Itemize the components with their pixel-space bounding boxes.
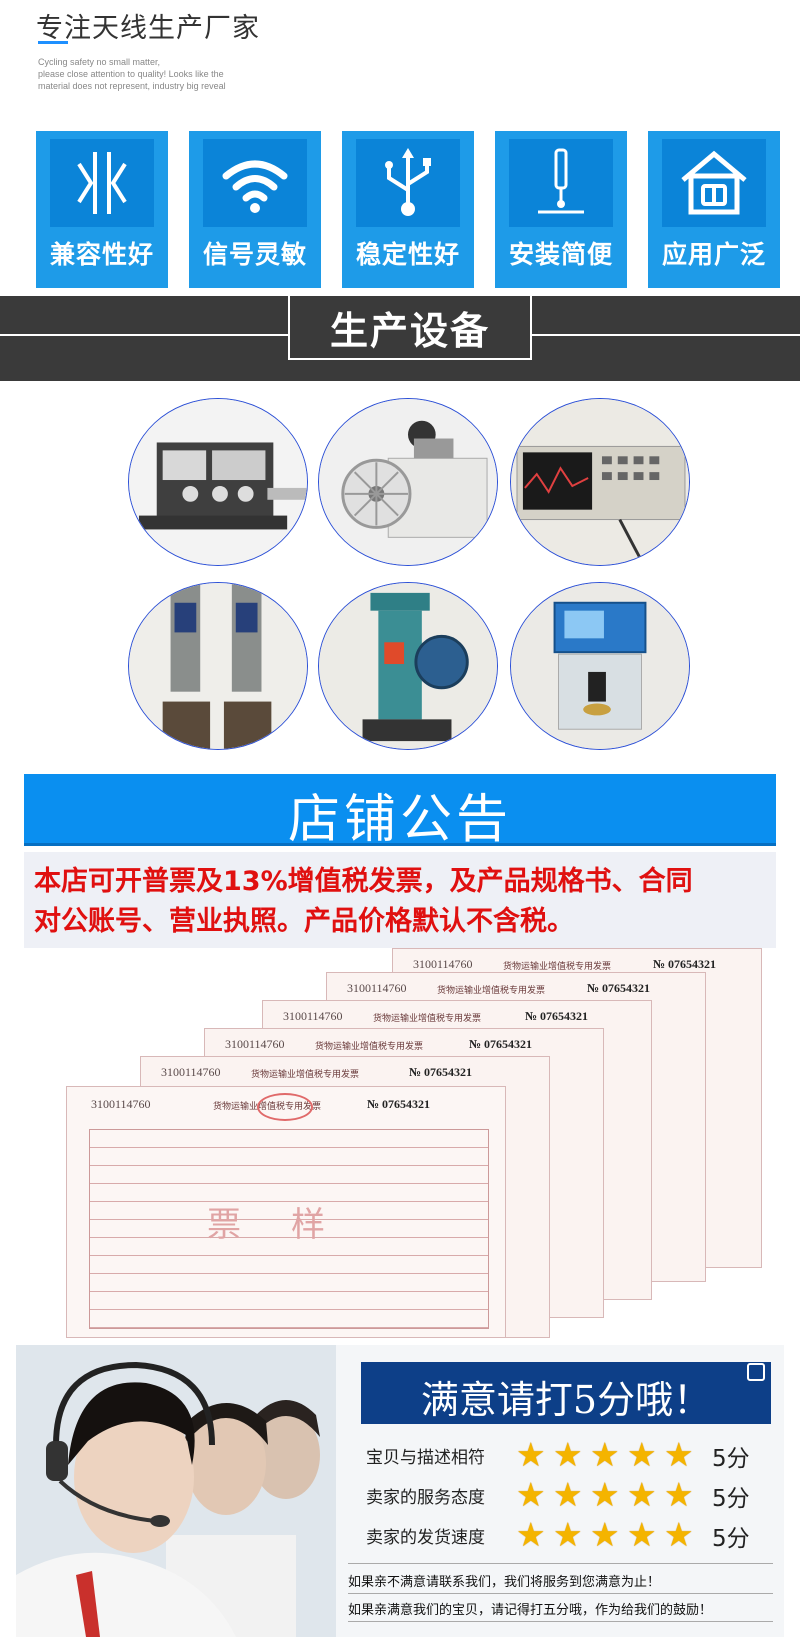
- invoice-number: 3100114760: [413, 957, 473, 971]
- equipment-gallery: [128, 398, 693, 758]
- invoice-number: 3100114760: [283, 1009, 343, 1023]
- invoice-number: 3100114760: [225, 1037, 285, 1051]
- equipment-photo-network-analyzer: [510, 398, 690, 566]
- notice-banner: 店铺公告: [24, 774, 776, 850]
- title-underline: [38, 41, 68, 44]
- subtitle-line: material does not represent, industry bi…: [38, 81, 226, 91]
- customer-service-photo: [16, 1345, 336, 1637]
- rating-section: 满意请打5分哦！ 宝贝与描述相符 ★★★★★ 5分 卖家的服务态度 ★★★★★ …: [16, 1345, 784, 1637]
- equipment-photo-punch-press: [318, 582, 498, 750]
- star-icon: ★: [516, 1435, 546, 1474]
- house-icon: [662, 139, 766, 227]
- star-icon: ★: [553, 1475, 583, 1514]
- star-icon: ★: [627, 1515, 657, 1554]
- rating-score: 5分: [712, 1486, 750, 1512]
- split-signal-icon: [50, 139, 154, 227]
- rating-title: 满意请打5分哦！: [420, 1378, 712, 1422]
- qr-scan-icon[interactable]: [747, 1363, 765, 1381]
- feature-label: 兼容性好: [49, 240, 154, 269]
- rating-score: 5分: [712, 1526, 750, 1552]
- star-rating[interactable]: ★★★★★: [516, 1437, 701, 1473]
- feature-tile-install: 安装简便: [495, 131, 627, 288]
- invoice-serial: № 07654321: [525, 1009, 589, 1023]
- star-icon: ★: [590, 1515, 620, 1554]
- star-icon: ★: [553, 1435, 583, 1474]
- feature-label: 安装简便: [508, 240, 613, 269]
- equipment-photo-winding-machine: [318, 398, 498, 566]
- equipment-photo-wire-cutter: [510, 582, 690, 750]
- rating-row: 卖家的发货速度 ★★★★★ 5分: [366, 1517, 784, 1553]
- production-title: 生产设备: [329, 309, 490, 353]
- invoice-title: 货物运输业增值税专用发票: [437, 986, 546, 996]
- banner-line-left: [0, 334, 290, 336]
- page-subtitle: Cycling safety no small matter, please c…: [38, 56, 298, 92]
- invoice-title: 货物运输业增值税专用发票: [251, 1070, 360, 1080]
- invoice-samples-image: 3100114760 货物运输业增值税专用发票 № 07654321 31001…: [56, 948, 762, 1338]
- invoice-number: 3100114760: [161, 1065, 221, 1079]
- star-icon: ★: [664, 1475, 694, 1514]
- invoice-serial: № 07654321: [653, 957, 717, 971]
- invoice-serial: № 07654321: [409, 1065, 473, 1079]
- rating-footer-line: 如果亲不满意请联系我们，我们将服务到您满意为止！: [348, 1575, 661, 1590]
- rating-score: 5分: [712, 1446, 750, 1472]
- invoice-number: 3100114760: [91, 1097, 151, 1111]
- notice-line: 本店可开普票及13%增值税发票，及产品规格书、合同: [34, 866, 693, 897]
- rating-row: 宝贝与描述相符 ★★★★★ 5分: [366, 1437, 784, 1473]
- star-icon: ★: [590, 1435, 620, 1474]
- feature-label: 应用广泛: [661, 240, 766, 269]
- invoice-sample-front: 3100114760 货物运输业增值税专用发票 № 07654321 票样: [66, 1086, 506, 1338]
- production-banner: 生产设备: [0, 296, 800, 381]
- feature-tiles: 兼容性好 信号灵敏 稳定性好 安装简便 应用广泛: [36, 131, 780, 288]
- star-icon: ★: [627, 1435, 657, 1474]
- rating-label: 卖家的服务态度: [366, 1488, 485, 1508]
- feature-tile-application: 应用广泛: [648, 131, 780, 288]
- invoice-serial: № 07654321: [367, 1097, 431, 1111]
- antenna-plug-icon: [509, 139, 613, 227]
- invoice-stamp: 票样: [207, 1205, 375, 1245]
- rating-footer-line: 如果亲满意我们的宝贝，请记得打五分哦，作为给我们的鼓励！: [348, 1603, 713, 1618]
- divider: [348, 1593, 773, 1594]
- rating-banner: 满意请打5分哦！: [361, 1362, 771, 1424]
- subtitle-line: Cycling safety no small matter,: [38, 57, 161, 67]
- invoice-title: 货物运输业增值税专用发票: [373, 1014, 482, 1024]
- rating-label: 宝贝与描述相符: [366, 1448, 485, 1468]
- invoice-serial: № 07654321: [469, 1037, 533, 1051]
- banner-line-right: [530, 334, 800, 336]
- notice-title: 店铺公告: [287, 790, 512, 850]
- rating-row: 卖家的服务态度 ★★★★★ 5分: [366, 1477, 784, 1513]
- star-icon: ★: [553, 1515, 583, 1554]
- banner-frame: [288, 296, 532, 360]
- star-icon: ★: [664, 1435, 694, 1474]
- notice-text: 本店可开普票及13%增值税发票，及产品规格书、合同 对公账号、营业执照。产品价格…: [24, 852, 776, 948]
- feature-tile-compatibility: 兼容性好: [36, 131, 168, 288]
- feature-tile-signal: 信号灵敏: [189, 131, 321, 288]
- star-rating[interactable]: ★★★★★: [516, 1517, 701, 1553]
- star-icon: ★: [590, 1475, 620, 1514]
- equipment-photo-ultrasonic-welder: [128, 582, 308, 750]
- star-icon: ★: [516, 1475, 546, 1514]
- feature-label: 信号灵敏: [202, 240, 307, 269]
- invoice-number: 3100114760: [347, 981, 407, 995]
- star-rating[interactable]: ★★★★★: [516, 1477, 701, 1513]
- feature-label: 稳定性好: [355, 240, 460, 269]
- rating-label: 卖家的发货速度: [366, 1528, 485, 1548]
- star-icon: ★: [627, 1475, 657, 1514]
- page-title: 专注天线生产厂家: [36, 13, 260, 44]
- invoice-title: 货物运输业增值税专用发票: [315, 1042, 424, 1052]
- invoice-serial: № 07654321: [587, 981, 651, 995]
- equipment-photo-wire-stripper: [128, 398, 308, 566]
- notice-line: 对公账号、营业执照。产品价格默认不含税。: [34, 906, 574, 937]
- invoice-title: 货物运输业增值税专用发票: [503, 962, 612, 972]
- wifi-icon: [203, 139, 307, 227]
- divider: [348, 1621, 773, 1622]
- star-icon: ★: [664, 1515, 694, 1554]
- usb-icon: [356, 139, 460, 227]
- invoice-seal: [257, 1093, 313, 1121]
- star-icon: ★: [516, 1515, 546, 1554]
- invoice-table: [89, 1129, 489, 1329]
- divider: [348, 1563, 773, 1564]
- subtitle-line: please close attention to quality! Looks…: [38, 69, 224, 79]
- feature-tile-stability: 稳定性好: [342, 131, 474, 288]
